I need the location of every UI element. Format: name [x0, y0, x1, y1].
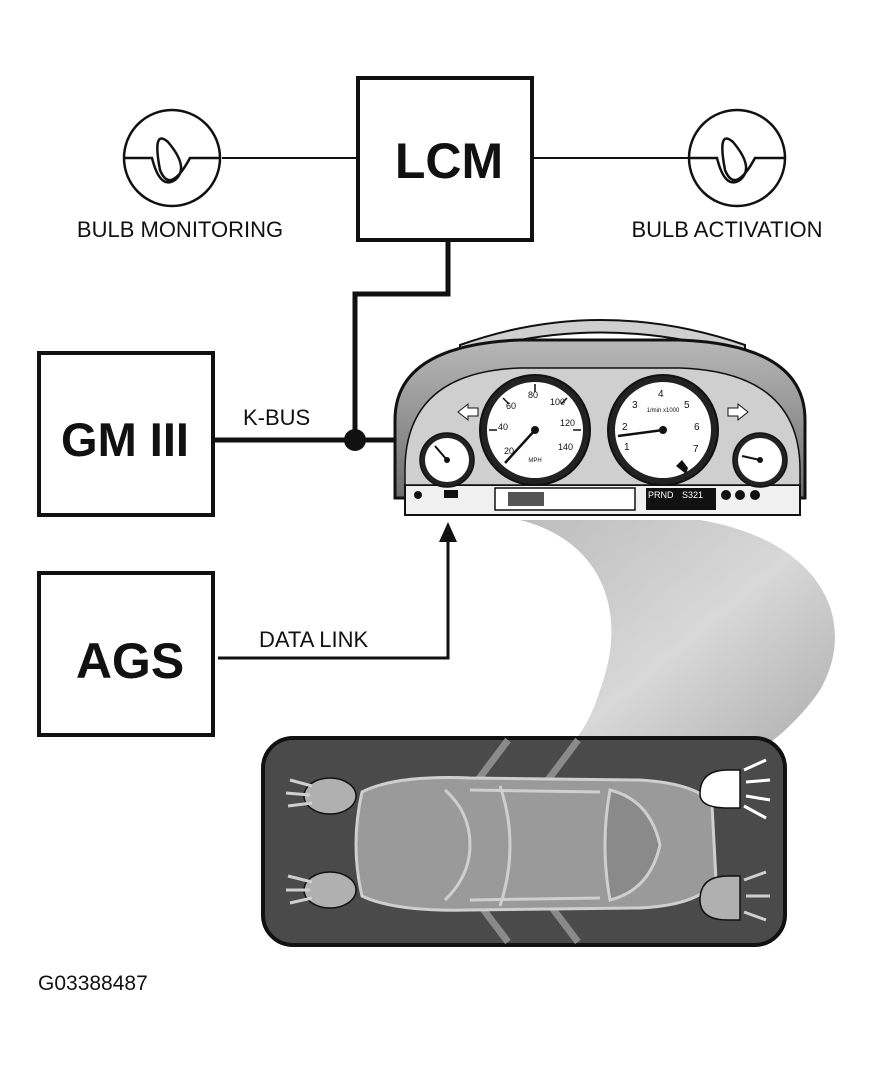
lcm-label: LCM	[395, 133, 503, 189]
turn-right-indicator	[727, 402, 749, 422]
kbus-junction	[344, 429, 366, 451]
temperature-gauge	[732, 432, 788, 488]
rpm-tick-4: 4	[658, 389, 664, 400]
gear-display	[646, 488, 716, 510]
speed-tick-120: 120	[560, 418, 575, 428]
model-display-text: S321	[682, 490, 703, 500]
rpm-tick-5: 5	[684, 400, 690, 411]
speed-tick-40: 40	[498, 422, 508, 432]
lamp-front-left	[303, 777, 357, 815]
vehicle-lighting-display	[261, 736, 787, 947]
speed-tick-20: 20	[504, 446, 514, 456]
gm3-label: GM III	[61, 413, 189, 466]
data-link-arrow	[439, 522, 457, 542]
rpm-tick-3: 3	[632, 400, 638, 411]
speedometer-gauge: 20 40 60 80 100 120 140 MPH	[479, 374, 591, 486]
figure-id: G03388487	[38, 972, 148, 995]
rpm-tick-1: 1	[624, 442, 630, 453]
lamp-front-left-rays	[285, 778, 313, 808]
speed-tick-100: 100	[550, 397, 565, 407]
instrument-cluster: 20 40 60 80 100 120 140 MPH 1 2 3 4 5 6 …	[393, 319, 807, 516]
kbus-label: K-BUS	[243, 405, 310, 430]
lcm-block: LCM	[356, 76, 534, 242]
bulb-activation-symbol	[687, 108, 787, 208]
lamp-front-right-rays	[743, 758, 771, 820]
rpm-tick-2: 2	[622, 422, 628, 433]
lamp-front-right-lit	[699, 769, 741, 809]
speed-tick-140: 140	[558, 442, 573, 452]
data-link-label: DATA LINK	[259, 627, 369, 652]
lamp-rear-left	[303, 871, 357, 909]
ags-block: AGS	[37, 571, 215, 737]
fuel-gauge	[419, 432, 475, 488]
rpm-tick-6: 6	[694, 422, 700, 433]
lamp-rear-right	[699, 875, 741, 921]
rpm-tick-7: 7	[693, 444, 699, 455]
gear-display-text: PRND	[648, 490, 674, 500]
bulb-monitoring-symbol	[122, 108, 222, 208]
bulb-activation-label: BULB ACTIVATION	[631, 217, 822, 242]
gm3-block: GM III	[37, 351, 215, 517]
ags-label: AGS	[76, 633, 184, 689]
rpm-unit: 1/min x1000	[647, 408, 680, 414]
speed-tick-60: 60	[506, 401, 516, 411]
bulb-monitoring-label: BULB MONITORING	[77, 217, 283, 242]
lamp-rear-left-rays	[286, 874, 313, 905]
display-sweep	[520, 520, 835, 780]
tachometer-gauge: 1 2 3 4 5 6 7 1/min x1000	[607, 374, 719, 486]
speed-tick-80: 80	[528, 390, 538, 400]
speed-unit: MPH	[528, 458, 541, 464]
lamp-rear-right-rays	[743, 870, 770, 922]
turn-left-indicator	[457, 402, 479, 422]
